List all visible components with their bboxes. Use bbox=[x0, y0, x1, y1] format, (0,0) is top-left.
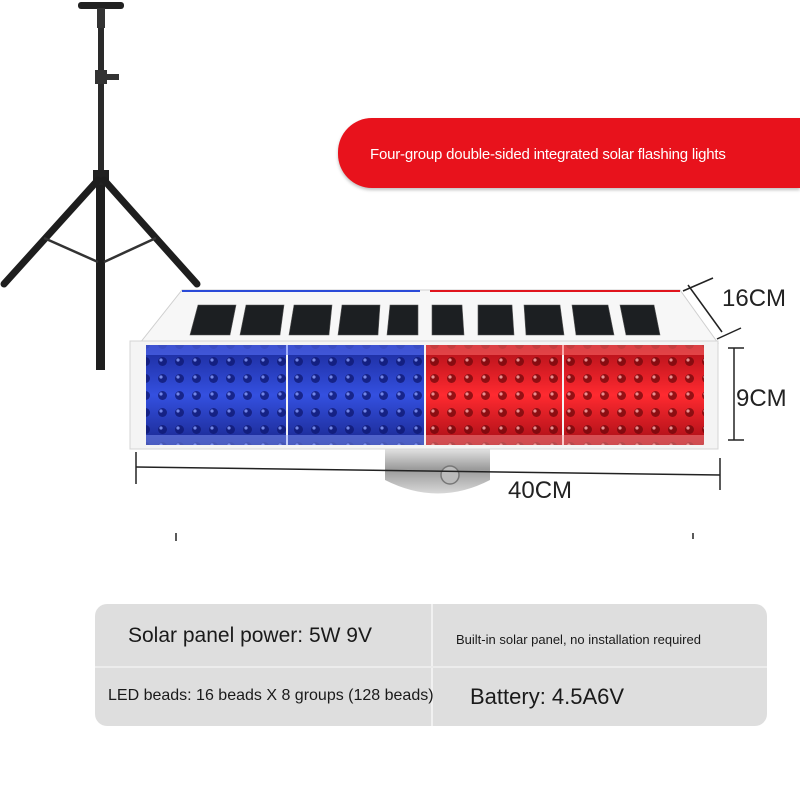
tripod-stand-image bbox=[0, 2, 201, 370]
height-dimension-label: 9CM bbox=[736, 385, 787, 412]
banner-title: Four-group double-sided integrated solar… bbox=[370, 146, 726, 163]
solar-flashing-light-image bbox=[129, 289, 719, 494]
battery-spec: Battery: 4.5A6V bbox=[470, 684, 625, 709]
solar-power-spec: Solar panel power: 5W 9V bbox=[128, 624, 372, 647]
specs-divider-horizontal bbox=[95, 666, 767, 668]
installation-spec: Built-in solar panel, no installation re… bbox=[456, 632, 701, 647]
depth-dimension-label: 16CM bbox=[722, 285, 787, 312]
title-banner bbox=[338, 118, 800, 188]
dimension-lines bbox=[135, 277, 744, 541]
specs-divider-vertical bbox=[431, 604, 433, 726]
led-beads-spec: LED beads: 16 beads X 8 groups (128 bead… bbox=[108, 687, 434, 704]
width-dimension-label: 40CM bbox=[508, 477, 573, 504]
